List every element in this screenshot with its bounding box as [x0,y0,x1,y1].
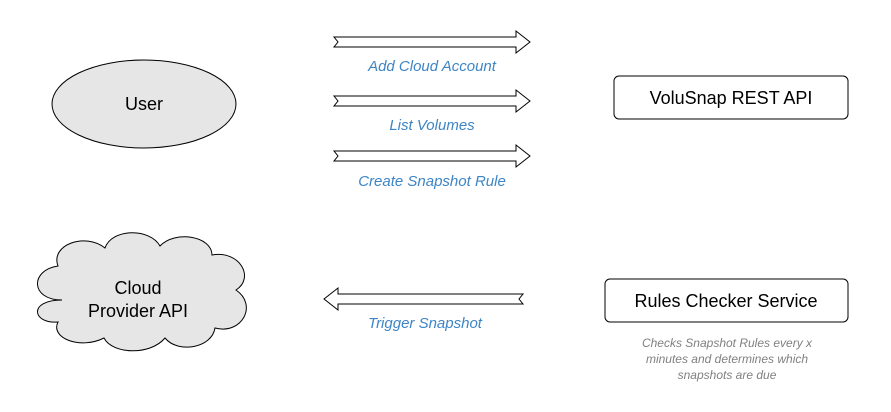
rules-checker-note: Checks Snapshot Rules every x minutes an… [642,336,813,382]
cloud-label-line2: Provider API [88,301,188,321]
arrow-create-snapshot-rule [332,143,531,169]
user-node: User [51,59,237,149]
user-label: User [125,94,163,114]
note-line1: Checks Snapshot Rules every x [642,336,813,350]
api-node: VoluSnap REST API [613,75,849,120]
cloud-provider-node: Cloud Provider API [37,232,247,352]
arrow-add-cloud-account [332,29,531,55]
arrow-trigger-snapshot [323,286,525,312]
cloud-label-line1: Cloud [114,278,161,298]
edge-label-trigger-snapshot: Trigger Snapshot [368,315,483,332]
edge-label-add-cloud-account: Add Cloud Account [367,58,497,75]
arrow-list-volumes [332,88,531,114]
note-line2: minutes and determines which [646,352,808,366]
api-label: VoluSnap REST API [650,88,813,108]
edge-label-create-snapshot-rule: Create Snapshot Rule [358,173,506,190]
rules-checker-node: Rules Checker Service [604,278,849,323]
note-line3: snapshots are due [678,368,777,382]
edge-label-list-volumes: List Volumes [389,117,475,134]
rules-checker-label: Rules Checker Service [634,291,817,311]
